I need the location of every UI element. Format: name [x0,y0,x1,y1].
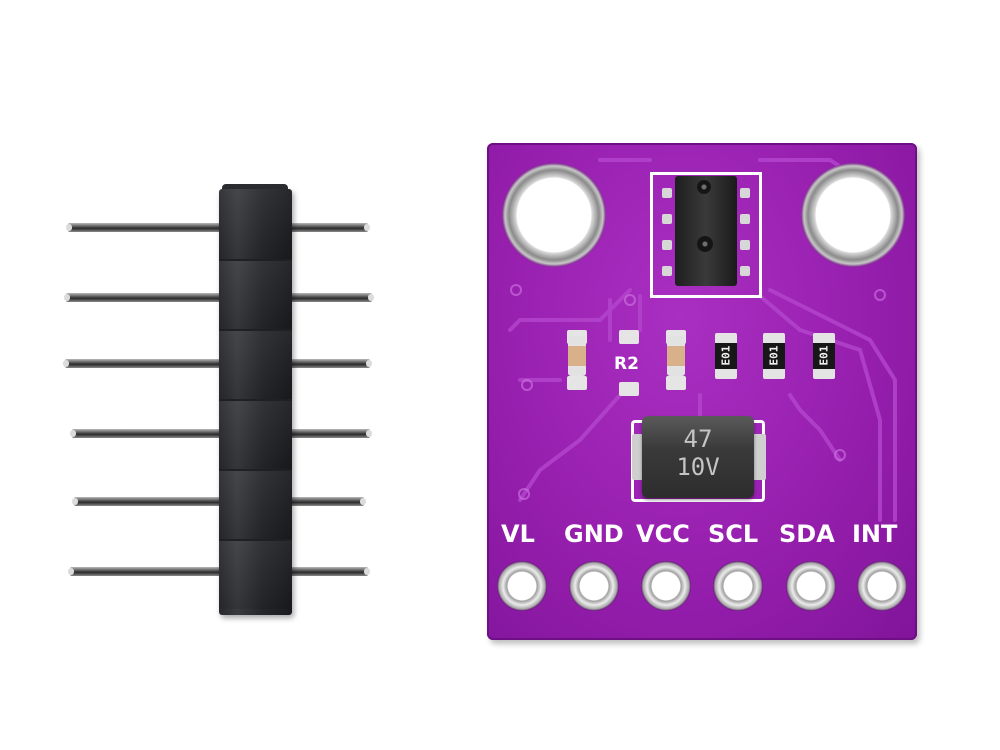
smd-capacitor [568,336,586,376]
header-housing [219,189,292,615]
sensor-lens [697,236,713,252]
pin-label-int: INT [852,520,898,548]
pin-label-scl: SCL [708,520,759,548]
pin-label-vl: VL [501,520,535,548]
smd-resistor [763,333,785,379]
mounting-hole [801,163,905,267]
pin-label-vcc: VCC [636,520,690,548]
resistor-code: E01 [719,345,733,366]
pin-pad [641,561,691,611]
proximity-sensor-chip [675,176,737,286]
sensor-lens [697,180,711,194]
pin-pad [857,561,907,611]
capacitor-voltage: 10V [676,453,720,481]
pin-pad [569,561,619,611]
resistor-code: E01 [817,345,831,366]
pin-pad [786,561,836,611]
tantalum-capacitor [642,416,754,498]
pin-label-gnd: GND [564,520,624,548]
header-pin [63,359,372,368]
smd-resistor [715,333,737,379]
pin-pad [713,561,763,611]
capacitor-value: 47 [683,425,713,453]
sensor-outline [650,172,762,298]
pin-label-sda: SDA [779,520,835,548]
smd-resistor [813,333,835,379]
pin-pad [497,561,547,611]
mounting-hole [502,163,606,267]
header-pin [66,223,370,232]
smd-capacitor [667,336,685,376]
resistor-label: R2 [614,354,639,374]
resistor-code: E01 [767,345,781,366]
